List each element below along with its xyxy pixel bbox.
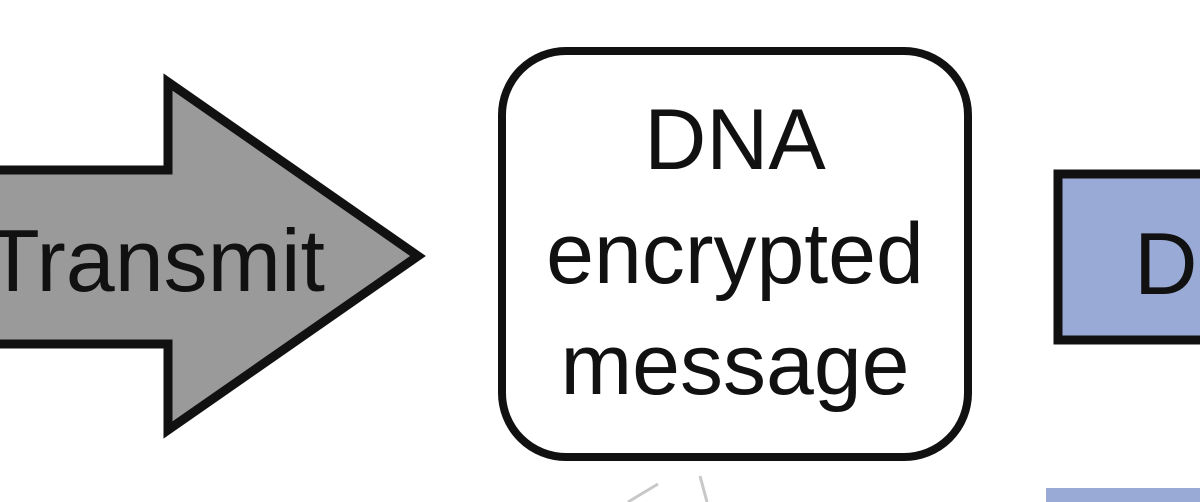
encrypted-message-box-shape xyxy=(498,47,972,461)
lower-box-shape xyxy=(1046,488,1200,502)
transmit-arrow: Transmit xyxy=(0,73,426,439)
transmit-arrow-shape xyxy=(0,73,426,439)
encrypted-message-line-3: message xyxy=(561,317,910,413)
decrypt-box-shape xyxy=(1053,169,1200,345)
encrypted-message-box: DNA encrypted message xyxy=(498,47,972,461)
encrypted-message-line-2: encrypted xyxy=(546,206,924,302)
transmit-arrow-label: Transmit xyxy=(0,211,325,310)
decrypt-box: D xyxy=(1053,169,1200,345)
partial-connector-lines xyxy=(627,475,709,502)
encrypted-message-line-1: DNA xyxy=(644,92,826,188)
decrypt-box-label: D xyxy=(1134,214,1198,313)
